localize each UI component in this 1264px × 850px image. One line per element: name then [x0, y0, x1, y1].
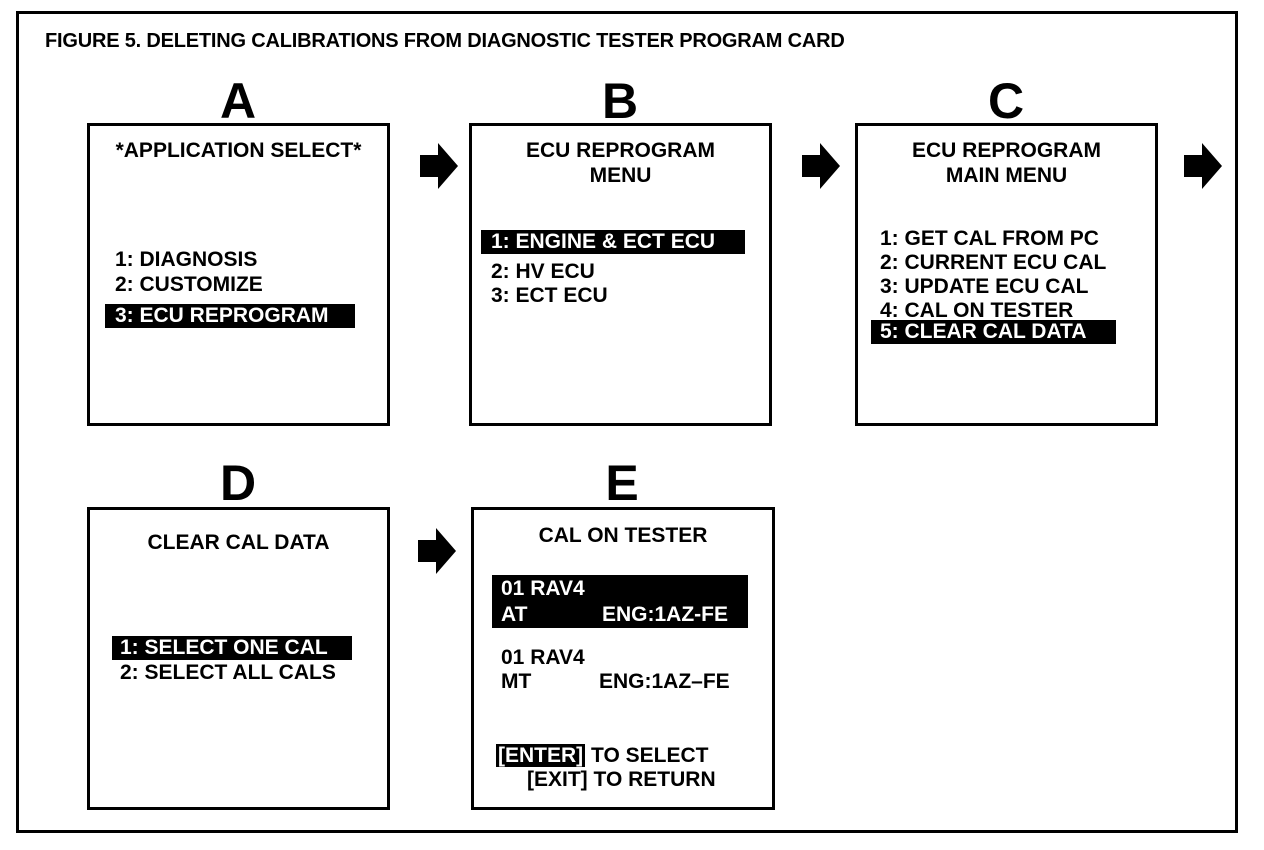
entry-transmission: AT: [501, 603, 528, 626]
panel-letter-b: B: [601, 73, 639, 129]
menu-item-get-cal-from-pc[interactable]: 1: GET CAL FROM PC: [880, 227, 1099, 250]
entry-transmission: MT: [501, 670, 532, 693]
screen-ecu-reprogram-main-menu: ECU REPROGRAM MAIN MENU 1: GET CAL FROM …: [855, 123, 1158, 426]
screen-title: CAL ON TESTER: [538, 524, 708, 547]
menu-item-engine-ect-ecu[interactable]: 1: ENGINE & ECT ECU: [481, 230, 745, 254]
screen-title-line1: ECU REPROGRAM: [525, 139, 715, 162]
right-arrow-icon: [418, 528, 456, 574]
screen-application-select: *APPLICATION SELECT* 1: DIAGNOSIS 2: CUS…: [87, 123, 390, 426]
right-arrow-icon: [420, 143, 458, 189]
menu-item-ect-ecu[interactable]: 3: ECT ECU: [491, 284, 608, 307]
enter-instruction: [ENTER] TO SELECT: [496, 744, 708, 768]
menu-item-customize[interactable]: 2: CUSTOMIZE: [115, 273, 263, 296]
screen-title-line2: MAIN MENU: [945, 164, 1068, 187]
entry-model: 01 RAV4: [501, 646, 585, 669]
exit-instruction: [EXIT] TO RETURN: [527, 768, 716, 791]
screen-title-line2: MENU: [589, 164, 652, 187]
menu-item-ecu-reprogram[interactable]: 3: ECU REPROGRAM: [105, 304, 355, 328]
menu-item-hv-ecu[interactable]: 2: HV ECU: [491, 260, 595, 283]
screen-title: CLEAR CAL DATA: [147, 531, 330, 554]
panel-letter-a: A: [219, 73, 257, 129]
figure-frame: [16, 11, 1238, 833]
menu-item-clear-cal-data[interactable]: 5: CLEAR CAL DATA: [871, 320, 1116, 344]
menu-item-update-ecu-cal[interactable]: 3: UPDATE ECU CAL: [880, 275, 1089, 298]
right-arrow-icon: [802, 143, 840, 189]
menu-item-select-all-cals[interactable]: 2: SELECT ALL CALS: [120, 661, 336, 684]
menu-item-select-one-cal[interactable]: 1: SELECT ONE CAL: [112, 636, 352, 660]
screen-title-line1: ECU REPROGRAM: [911, 139, 1101, 162]
calibration-entry-2[interactable]: 01 RAV4 MT ENG:1AZ–FE: [492, 644, 748, 697]
figure-title: FIGURE 5. DELETING CALIBRATIONS FROM DIA…: [45, 30, 845, 52]
menu-item-cal-on-tester[interactable]: 4: CAL ON TESTER: [880, 299, 1074, 322]
screen-title: *APPLICATION SELECT*: [115, 139, 362, 162]
menu-item-diagnosis[interactable]: 1: DIAGNOSIS: [115, 248, 258, 271]
calibration-entry-1[interactable]: 01 RAV4 AT ENG:1AZ-FE: [492, 575, 748, 628]
panel-letter-e: E: [605, 455, 639, 511]
right-arrow-icon: [1184, 143, 1222, 189]
screen-cal-on-tester: CAL ON TESTER 01 RAV4 AT ENG:1AZ-FE 01 R…: [471, 507, 775, 810]
entry-model: 01 RAV4: [501, 577, 585, 600]
screen-ecu-reprogram-menu: ECU REPROGRAM MENU 1: ENGINE & ECT ECU 2…: [469, 123, 772, 426]
panel-letter-c: C: [987, 73, 1025, 129]
entry-engine: ENG:1AZ-FE: [602, 603, 728, 626]
panel-letter-d: D: [219, 455, 257, 511]
enter-key[interactable]: [ENTER]: [496, 744, 586, 767]
entry-engine: ENG:1AZ–FE: [599, 670, 730, 693]
enter-instruction-text: TO SELECT: [585, 744, 709, 767]
menu-item-current-ecu-cal[interactable]: 2: CURRENT ECU CAL: [880, 251, 1107, 274]
screen-clear-cal-data: CLEAR CAL DATA 1: SELECT ONE CAL 2: SELE…: [87, 507, 390, 810]
